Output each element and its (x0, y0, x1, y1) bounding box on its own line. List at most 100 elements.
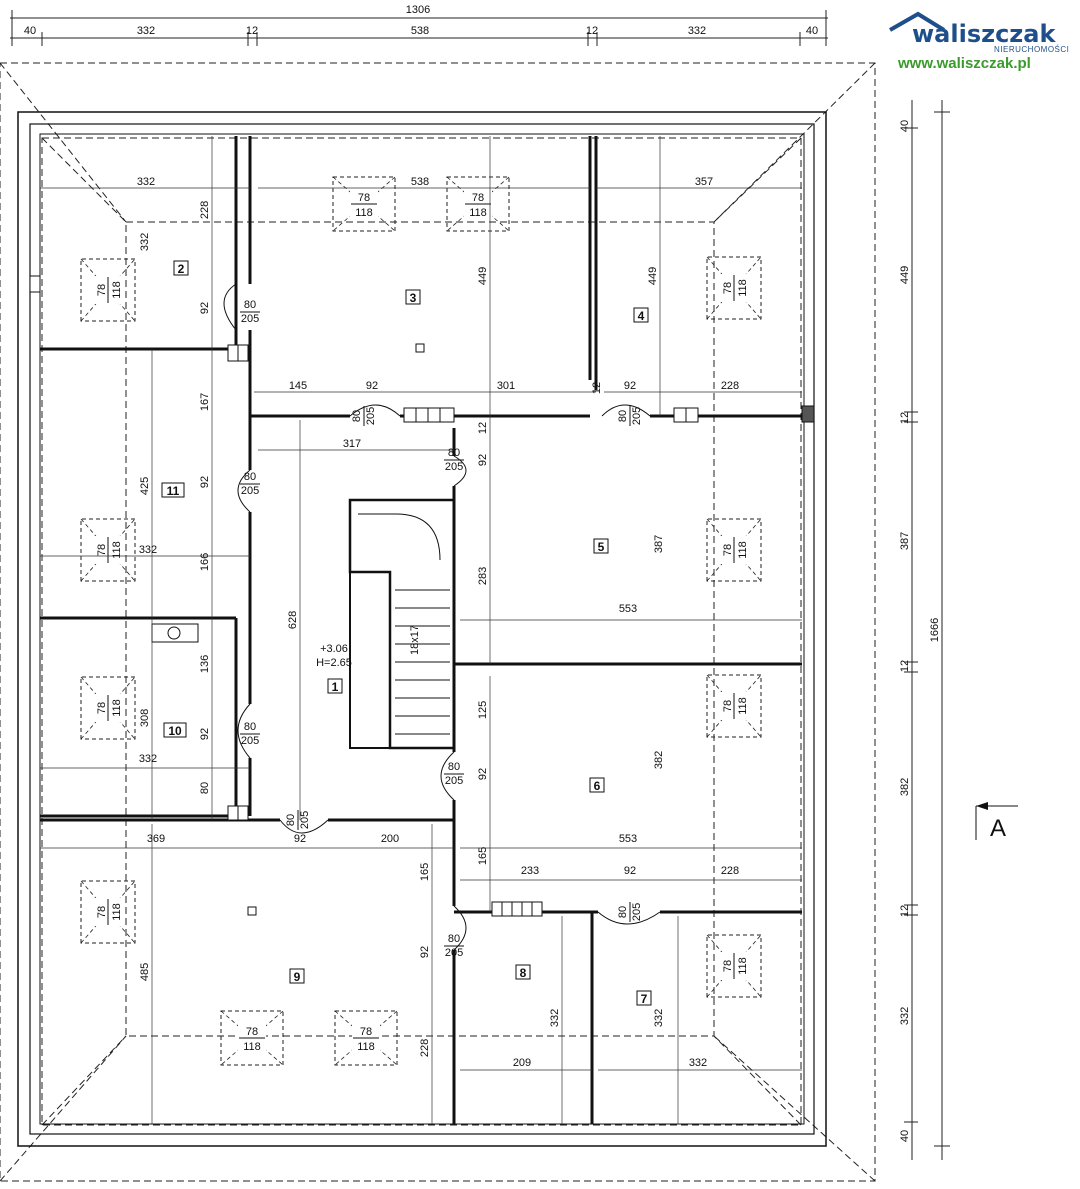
section-label: A (990, 815, 1006, 842)
svg-text:78: 78 (96, 284, 108, 296)
svg-text:332: 332 (653, 1009, 665, 1027)
svg-text:228: 228 (199, 201, 211, 219)
dim-right-seg-7: 12 (899, 905, 911, 917)
window-room11: 78 118 (80, 518, 136, 582)
svg-text:3: 3 (410, 291, 417, 305)
svg-text:80: 80 (617, 410, 629, 422)
brand-name: waliszczak (912, 20, 1056, 48)
staircase (348, 498, 456, 750)
svg-text:78: 78 (472, 192, 484, 204)
door-label-room5: 80 205 (444, 447, 464, 473)
brand-logo: waliszczak NIERUCHOMOŚCI www.waliszczak.… (889, 11, 1069, 72)
svg-text:92: 92 (477, 768, 489, 780)
svg-text:205: 205 (299, 811, 311, 829)
dim-top-seg-3: 12 (246, 25, 258, 37)
svg-text:228: 228 (721, 380, 739, 392)
right-dimension-texts: 40 449 12 387 12 382 12 332 40 1666 (899, 120, 941, 1142)
window-room3-right: 78 118 (446, 176, 510, 232)
dim-top-seg-5: 12 (586, 25, 598, 37)
room-label-1: 1 (327, 678, 343, 694)
room-label-3: 3 (405, 289, 421, 305)
svg-text:449: 449 (647, 267, 659, 285)
svg-text:553: 553 (619, 833, 637, 845)
svg-text:7: 7 (641, 992, 648, 1006)
svg-text:78: 78 (96, 544, 108, 556)
door-label-room10: 80 205 (240, 721, 260, 747)
svg-text:485: 485 (139, 963, 151, 981)
svg-text:357: 357 (695, 176, 713, 188)
svg-text:205: 205 (631, 903, 643, 921)
svg-text:6: 6 (594, 779, 601, 793)
roof-outline (0, 62, 876, 1182)
brand-url: www.waliszczak.pl (897, 55, 1031, 72)
section-marker: A (975, 802, 1018, 842)
svg-text:118: 118 (355, 207, 373, 219)
svg-text:80: 80 (244, 471, 256, 483)
svg-text:92: 92 (624, 380, 636, 392)
svg-text:92: 92 (624, 865, 636, 877)
svg-text:8: 8 (520, 966, 527, 980)
dim-right-seg-8: 332 (899, 1007, 911, 1025)
svg-text:78: 78 (96, 702, 108, 714)
window-room6: 78 118 (706, 674, 762, 738)
svg-text:118: 118 (111, 903, 123, 921)
right-dimension-lines (904, 100, 950, 1160)
svg-text:12: 12 (477, 422, 489, 434)
svg-text:233: 233 (521, 865, 539, 877)
svg-text:9: 9 (294, 970, 301, 984)
room-label-4: 4 (633, 307, 649, 323)
svg-text:118: 118 (469, 207, 487, 219)
room-label-9: 9 (289, 968, 305, 984)
door-labels: 80 205 80 205 80 205 80 205 80 205 80 20… (240, 299, 643, 959)
svg-text:80: 80 (448, 933, 460, 945)
room-label-10: 10 (163, 722, 187, 738)
svg-text:80: 80 (244, 299, 256, 311)
brand-subtitle: NIERUCHOMOŚCI (994, 45, 1069, 54)
window-room9-side: 78 118 (80, 880, 136, 944)
svg-text:145: 145 (289, 380, 307, 392)
svg-text:317: 317 (343, 438, 361, 450)
dim-right-seg-4: 387 (899, 532, 911, 550)
svg-text:118: 118 (737, 279, 749, 297)
svg-text:209: 209 (513, 1057, 531, 1069)
svg-text:11: 11 (167, 484, 180, 498)
svg-text:92: 92 (366, 380, 378, 392)
dim-total-width: 1306 (406, 4, 430, 16)
svg-text:80: 80 (351, 410, 363, 422)
dim-right-seg-6: 382 (899, 778, 911, 796)
svg-text:382: 382 (653, 751, 665, 769)
house-roof-icon (889, 11, 946, 32)
window-room10: 78 118 (80, 676, 136, 740)
outer-walls (17, 111, 827, 1147)
door-label-room9: 80 205 (285, 810, 311, 830)
svg-text:78: 78 (722, 700, 734, 712)
inner-dimension-texts: 332 538 357 228 332 449 449 92 167 145 9… (137, 176, 739, 1069)
stair-steps-label: 18x17 (409, 625, 421, 655)
svg-text:332: 332 (139, 233, 151, 251)
svg-text:78: 78 (358, 192, 370, 204)
svg-text:228: 228 (419, 1039, 431, 1057)
window-room4: 78 118 (706, 256, 762, 320)
svg-text:92: 92 (199, 728, 211, 740)
svg-text:12: 12 (591, 382, 603, 394)
svg-text:332: 332 (139, 544, 157, 556)
windows: 78 118 78 118 78 118 78 118 78 118 78 11… (80, 176, 762, 1066)
door-label-room4: 80 205 (617, 406, 643, 426)
room-label-7: 7 (636, 990, 652, 1006)
room-label-11: 11 (161, 482, 185, 498)
svg-text:78: 78 (360, 1026, 372, 1038)
dim-right-seg-2: 449 (899, 266, 911, 284)
door-swings (223, 283, 661, 951)
svg-text:10: 10 (168, 724, 182, 738)
svg-text:118: 118 (111, 699, 123, 717)
svg-text:1: 1 (332, 680, 339, 694)
svg-text:387: 387 (653, 535, 665, 553)
dim-top-seg-4: 538 (411, 25, 429, 37)
top-dimension-lines (10, 10, 828, 46)
window-room9-right: 78 118 (334, 1010, 398, 1066)
svg-text:118: 118 (111, 541, 123, 559)
svg-text:92: 92 (477, 454, 489, 466)
svg-text:5: 5 (598, 540, 605, 554)
dim-right-seg-3: 12 (899, 412, 911, 424)
svg-text:78: 78 (96, 906, 108, 918)
